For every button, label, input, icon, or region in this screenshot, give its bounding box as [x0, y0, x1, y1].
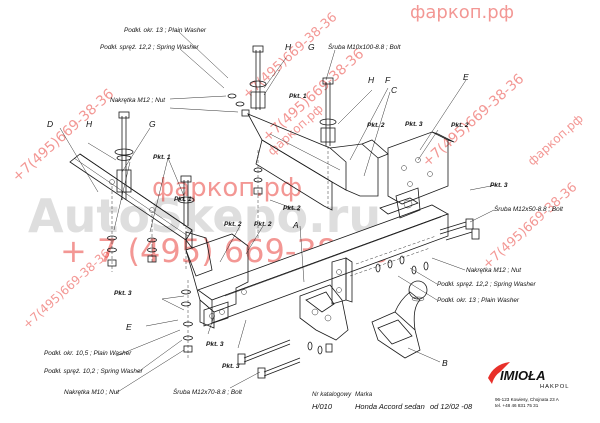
- letter-h-left: H: [86, 119, 93, 129]
- watermark-site-center: фаркоп.рф: [152, 173, 302, 203]
- watermark-brand: AutoSkepo.ru: [28, 189, 381, 243]
- pkt-2-center: Pkt. 2: [283, 205, 301, 212]
- main-crossbar-a: [197, 187, 449, 324]
- label-plain-washer-13-right: Podkł. okr. 13 ; Plain Washer: [437, 297, 520, 304]
- label-bolt-m12x50: Śruba M12x50-8.8 ; Bolt: [494, 204, 563, 213]
- tow-ball-neck-b: [299, 280, 441, 363]
- letter-g-left: G: [149, 119, 156, 129]
- logo-name: IMIOŁA: [500, 368, 546, 383]
- brand-label: Marka: [355, 391, 373, 398]
- pkt-1-left-lower: Pkt. 1: [174, 196, 192, 203]
- pkt-2-left: Pkt. 2: [224, 221, 242, 228]
- watermark-site-top-right: фаркоп.рф: [410, 2, 514, 23]
- model-value: Honda Accord sedan: [355, 402, 425, 411]
- watermark-phone-right-low: +7(495)669-38-36: [480, 180, 580, 272]
- label-spring-washer-12-top: Podkł. spręż. 12,2 ; Spring Washer: [100, 44, 200, 51]
- label-plain-washer-13-top: Podkł. okr. 13 ; Plain Washer: [124, 27, 207, 34]
- letter-g-top: G: [308, 42, 315, 52]
- part-labels: Podkł. okr. 13 ; Plain Washer Podkł. spr…: [44, 27, 563, 396]
- watermark-site-right: фаркоп.рф: [525, 111, 586, 168]
- point-callouts: Pkt. 1 Pkt. 1 Pkt. 1 Pkt. 2 Pkt. 2 Pkt. …: [114, 93, 508, 370]
- part-letters: H G H F C E D H G A E B: [47, 42, 469, 368]
- fasteners-left: [107, 235, 193, 353]
- logo-swoosh-icon: [488, 362, 510, 384]
- label-plain-washer-10: Podkł. okr. 10,5 ; Plain Washer: [44, 350, 132, 357]
- label-bolt-m12x70: Śruba M12x70-8.8 ; Bolt: [173, 387, 242, 396]
- pkt-2-mid: Pkt. 2: [254, 221, 272, 228]
- left-arm-d: [69, 111, 213, 277]
- company-logo: IMIOŁA HAKPOL 96-123 Kowiesy, Chojnata 2…: [488, 362, 570, 408]
- pkt-1-left: Pkt. 1: [153, 154, 171, 161]
- letter-h-top: H: [285, 42, 292, 52]
- bottom-bolts: [237, 339, 333, 379]
- pkt-1-top: Pkt. 1: [289, 93, 307, 100]
- date-value: od 12/02 -08: [430, 402, 473, 411]
- title-block: Nr katalogowy H/010 Marka Honda Accord s…: [312, 391, 473, 411]
- letter-a: A: [292, 220, 299, 230]
- left-bracket-e: [185, 233, 249, 329]
- label-spring-washer-10: Podkł. spręż. 10,2 ; Spring Washer: [44, 368, 144, 375]
- side-bracket-f: [331, 257, 353, 305]
- letter-e-left: E: [126, 322, 132, 332]
- pkt-3-bottom: Pkt. 3: [206, 341, 224, 348]
- pkt-3-right: Pkt. 3: [490, 182, 508, 189]
- watermark-phone-left: +7(495)669-38-36: [9, 86, 117, 185]
- letter-d-left: D: [47, 119, 53, 129]
- pkt-2-right-top: Pkt. 2: [367, 122, 385, 129]
- label-bolt-m10: Śruba M10x100-8.8 ; Bolt: [328, 42, 401, 51]
- letter-f-right: F: [385, 75, 391, 85]
- right-bolts: [349, 218, 480, 277]
- watermark-phone-right: +7(495)669-38-36: [419, 71, 527, 170]
- assembly-lines-left: [111, 186, 189, 360]
- logo-address-2: tel. +48 46 831 75 31: [495, 403, 539, 408]
- leader-lines: [59, 30, 497, 394]
- letter-b: B: [442, 358, 448, 368]
- catalog-number-value: H/010: [312, 402, 333, 411]
- logo-sub: HAKPOL: [540, 384, 570, 390]
- pkt-3-bottom-2: Pkt. 3: [222, 363, 240, 370]
- pkt-3-right-top: Pkt. 3: [405, 121, 423, 128]
- top-stud-assembly: [227, 45, 389, 240]
- pkt-3-left: Pkt. 3: [114, 290, 132, 297]
- label-nut-m12-right: Nakrętka M12 ; Nut: [466, 267, 521, 274]
- label-nut-m10: Nakrętka M10 ; Nut: [64, 389, 119, 396]
- letter-e-right: E: [463, 72, 469, 82]
- letter-c-right: C: [391, 85, 398, 95]
- label-nut-m12-left: Nakrętka M12 ; Nut: [110, 97, 165, 104]
- label-spring-washer-12-right: Podkł. spręż. 12,2 ; Spring Washer: [437, 281, 537, 288]
- pkt-2-far-right: Pkt. 2: [451, 122, 469, 129]
- catalog-number-label: Nr katalogowy: [312, 391, 352, 398]
- letter-h-right: H: [368, 75, 375, 85]
- logo-address-1: 96-123 Kowiesy, Chojnata 23 A: [495, 397, 560, 402]
